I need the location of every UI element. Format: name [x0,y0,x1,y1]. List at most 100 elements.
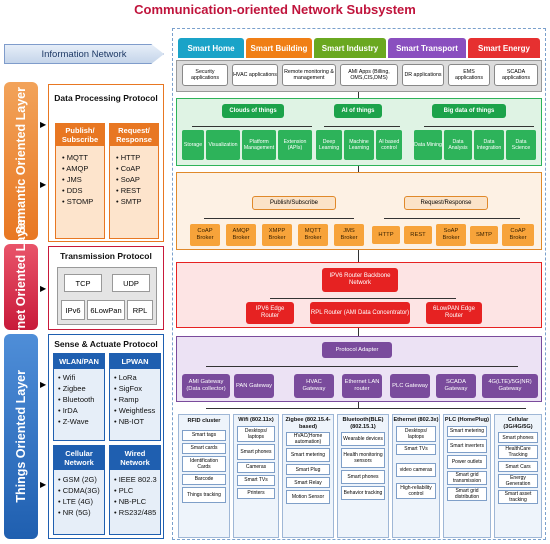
reqres-list: HTTP CoAP SoAP REST SMTP [110,146,158,207]
tech-item: Smart grid distribution [447,486,487,501]
sem-data-analysis: Data Analysis [444,130,472,160]
diagram-title: Communication-oriented Network Subsystem [134,2,416,17]
ipv6-chip: IPv6 [61,300,85,320]
tech-column-rfid: RFID cluster Smart tags Smart cards Iden… [178,414,230,538]
domain-smart-building: Smart Building [246,38,312,58]
reqres-item: REST [116,185,158,196]
cellular-header: Cellular Network [54,446,104,470]
tech-item: Smart phones [237,443,275,460]
things-layer-bar: Things Oriented Layer [4,334,38,539]
reqres-item: SMTP [116,196,158,207]
wlan-list: Wifi Zigbee Bluetooth IrDA Z-Wave [54,369,104,427]
wlan-header: WLAN/PAN [54,354,104,369]
reqres-http: HTTP [372,226,400,244]
pubsub-item: DDS [62,185,104,196]
pubsub-column: Publish/ Subscribe MQTT AMQP JMS DDS STO… [55,123,105,239]
wlan-item: Bluetooth [58,394,104,405]
protocol-adapter: Protocol Adapter [322,342,392,358]
broker-coap: CoAP Broker [190,224,220,246]
tech-column-zigbee: Zigbee (802.15.4-based) HVAC(Home automa… [282,414,334,538]
tech-column-plc: PLC (HomePlug) Smart metering Smart inve… [443,414,491,538]
connector-line [324,126,400,127]
tech-item: Smart grid transmission [447,470,487,485]
tech-item: Identification Cards [182,455,226,472]
wlan-item: IrDA [58,405,104,416]
connector-line [206,366,518,367]
domain-smart-home: Smart Home [178,38,244,58]
app-security: Security applications [182,64,228,86]
tech-item: Smart Relay [286,477,330,488]
wired-item: RS232/485 [114,507,160,518]
data-processing-panel: Data Processing Protocol Publish/ Subscr… [48,84,164,242]
tech-title: PLC (HomePlug) [444,417,490,423]
tech-item: Energy Generation [498,474,538,488]
app-ems: EMS applications [448,64,490,86]
pubsub-item: STOMP [62,196,104,207]
clouds-of-things: Clouds of things [222,104,284,118]
tech-item: Power outlets [447,454,487,469]
sem-ai-based-control: AI based control [376,130,402,160]
connector-line [358,402,359,408]
pubsub-item: JMS [62,174,104,185]
lpwan-column: LPWAN LoRa SigFox Ramp Weightless NB-IOT [109,353,161,441]
sense-actuate-panel: Sense & Actuate Protocol WLAN/PAN Wifi Z… [48,334,164,539]
tcp-chip: TCP [64,274,102,292]
wired-list: IEEE 802.3 PLC NB-PLC RS232/485 [110,470,160,518]
gateway-scada: SCADA Gateway [436,374,476,398]
app-scada: SCADA applications [494,64,538,86]
gateway-pan: PAN Gateway [234,374,274,398]
gateway-ami: AMI Gateway (Data collector) [182,374,230,398]
wired-item: NB-PLC [114,496,160,507]
sense-actuate-title: Sense & Actuate Protocol [54,339,158,349]
domain-smart-transport: Smart Transport [388,38,466,58]
reqres-soap-broker: SoAP Broker [436,224,466,246]
broker-jms: JMS Broker [334,224,364,246]
gateway-hvac: HVAC Gateway [294,374,334,398]
tech-item: High-reliability control [396,482,436,499]
connector-line [358,92,359,98]
connector-line [270,298,456,299]
sem-machine-learning: Machine Learning [344,130,374,160]
big-data-of-things: Big data of things [432,104,506,118]
sem-data-mining: Data Mining [414,130,442,160]
tech-column-ethernet: Ethernet (802.3x) Desktops/ laptops Smar… [392,414,440,538]
tech-title: Zigbee (802.15.4-based) [285,417,331,430]
broker-xmpp: XMPP Broker [262,224,292,246]
cellular-item: NR (5G) [58,507,104,518]
reqres-column: Request/ Response HTTP CoAP SoAP REST SM… [109,123,159,239]
arrow-icon: ▶ [40,284,47,293]
sem-storage: Storage [182,130,204,160]
lpwan-item: LoRa [114,372,160,383]
connector-line [358,166,359,172]
tech-item: Desktops/ laptops [396,425,436,442]
reqres-item: HTTP [116,152,158,163]
tech-item: Smart phones [498,432,538,443]
app-hvac: HVAC applications [232,64,278,86]
connector-line [384,218,520,219]
sem-deep-learning: Deep Learning [316,130,342,160]
wired-item: PLC [114,485,160,496]
arrow-icon: ▶ [40,120,47,129]
tech-item: Behavior tracking [341,486,385,500]
cellular-item: CDMA(3G) [58,485,104,496]
pubsub-item: AMQP [62,163,104,174]
transmission-panel: Transmission Protocol TCP UDP IPv6 6LowP… [48,246,164,330]
wlan-column: WLAN/PAN Wifi Zigbee Bluetooth IrDA Z-Wa… [53,353,105,441]
tech-column-wifi: Wifi (802.11x) Desktops/ laptops Smart p… [233,414,279,538]
tech-item: Smart Cars [498,461,538,472]
tech-item: Smart inverters [447,438,487,453]
data-processing-title: Data Processing Protocol [54,93,158,103]
tech-item: Smart asset tracking [498,490,538,504]
tech-item: HealthCare Tracking [498,445,538,459]
tech-item: Smart TVs [396,443,436,455]
lpwan-item: Ramp [114,394,160,405]
wlan-item: Zigbee [58,383,104,394]
tech-item: Smart metering [447,425,487,437]
tech-item: Smart cards [182,442,226,454]
cellular-item: LTE (4G) [58,496,104,507]
tech-item: Smart metering [286,448,330,462]
ai-of-things: AI of things [334,104,382,118]
connector-line [206,408,526,409]
tech-item: Barcode [182,473,226,485]
reqres-item: SoAP [116,174,158,185]
